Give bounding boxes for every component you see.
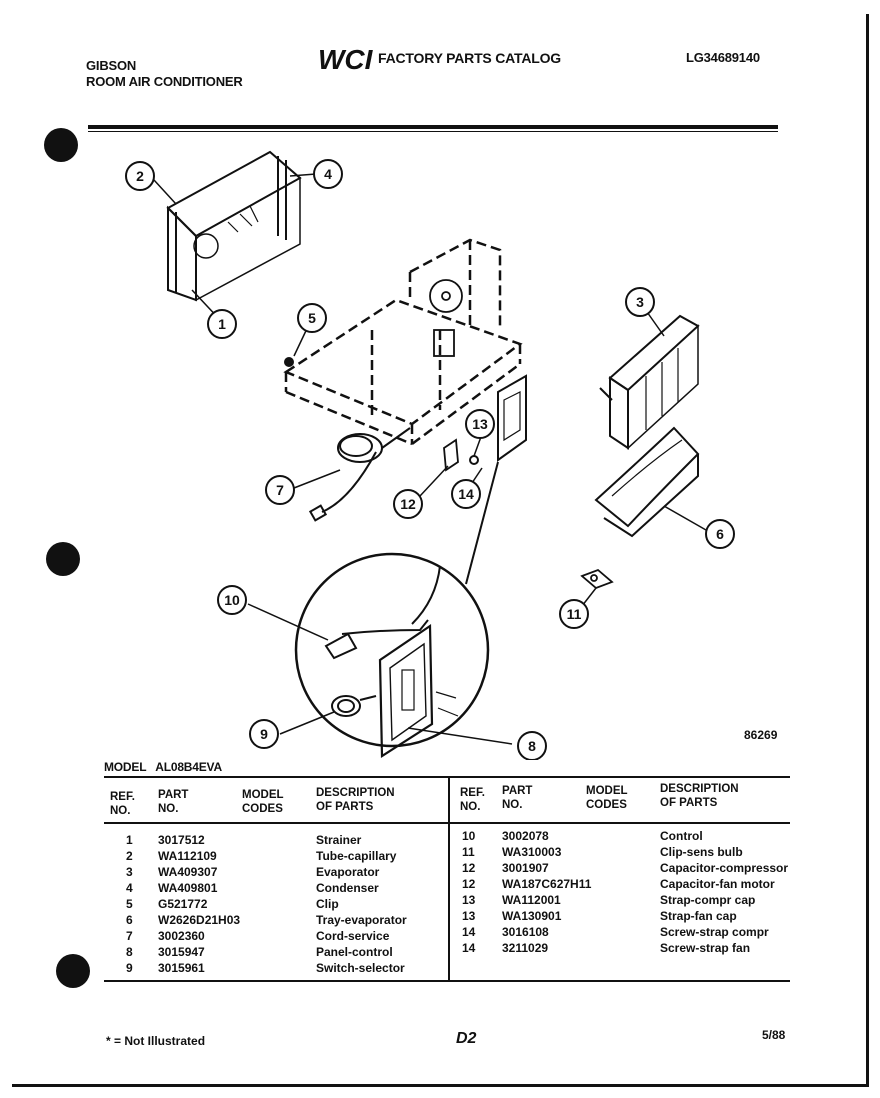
catalog-title: FACTORY PARTS CATALOG [378,50,561,66]
left-header-ref: REF.NO. [110,791,135,817]
header-rule-thin [88,131,778,132]
page-number: D2 [456,1030,477,1047]
control-panel-plate [497,374,527,462]
model-label-group: MODEL AL08B4EVA [104,760,222,774]
callout-13: 13 [465,409,495,439]
svg-text:1: 1 [218,316,226,332]
detail-switch [331,695,377,717]
model-value: AL08B4EVA [155,760,222,774]
evaporator-tray [594,426,700,538]
svg-text:9: 9 [260,726,268,742]
callout-12: 12 [393,489,423,519]
sens-bulb-clip [580,568,614,590]
callout-2: 2 [125,161,155,191]
detail-panel [378,623,459,758]
detail-control [324,565,441,660]
table-rule-middle [448,776,450,982]
callout-10: 10 [217,585,247,615]
figure-id: 86269 [744,728,778,742]
cabinet-base [283,238,523,446]
table-rule-header [104,822,790,824]
evaporator-assembly [599,314,700,450]
condenser-assembly [166,150,302,302]
svg-text:4: 4 [324,166,332,182]
callout-14: 14 [451,479,481,509]
frame-bottom [12,1084,869,1087]
callout-5: 5 [297,303,327,333]
svg-text:13: 13 [472,416,488,432]
binder-hole-middle [46,542,80,576]
table-rule-bottom [104,980,790,982]
detail-magnifier [294,552,490,748]
issue-date: 5/88 [762,1028,786,1042]
catalog-code: LG34689140 [686,50,760,65]
callout-9: 9 [249,719,279,749]
header-rule-thick [88,125,778,129]
svg-text:11: 11 [567,606,582,622]
exploded-parts-diagram: 1 2 3 4 5 6 7 8 9 10 11 12 13 14 [125,150,735,760]
callout-3: 3 [625,287,655,317]
frame-right [866,14,869,1086]
callout-11: 11 [559,599,589,629]
svg-text:6: 6 [716,526,724,542]
callout-1: 1 [207,309,237,339]
wci-logo: WCI [316,44,374,75]
binder-hole-top [44,128,78,162]
callout-8: 8 [517,731,547,760]
svg-text:10: 10 [224,592,240,608]
capacitor-strap [443,438,459,472]
product-name: ROOM AIR CONDITIONER [86,74,243,89]
svg-text:5: 5 [308,310,316,326]
binder-hole-bottom [56,954,90,988]
blower-motor [429,279,463,357]
strap-screw-part [469,455,479,465]
svg-text:12: 12 [400,496,416,512]
svg-text:14: 14 [458,486,474,502]
callout-7: 7 [265,475,295,505]
logo-text: WCI [318,44,374,74]
svg-text:7: 7 [276,482,284,498]
table-rule-top [104,776,790,778]
service-cord [308,427,411,522]
right-header-ref: REF.NO. [460,787,485,813]
brand-name: GIBSON [86,58,137,73]
model-label: MODEL [104,760,147,774]
clip-part [284,357,294,367]
svg-text:8: 8 [528,738,536,754]
svg-text:3: 3 [636,294,644,310]
callout-4: 4 [313,159,343,189]
callout-labels: 1 2 3 4 5 6 7 8 9 10 11 12 13 14 [125,159,735,760]
svg-text:2: 2 [136,168,144,184]
callout-6: 6 [705,519,735,549]
callout-leaders [153,173,707,745]
footnote: * = Not Illustrated [106,1034,206,1048]
